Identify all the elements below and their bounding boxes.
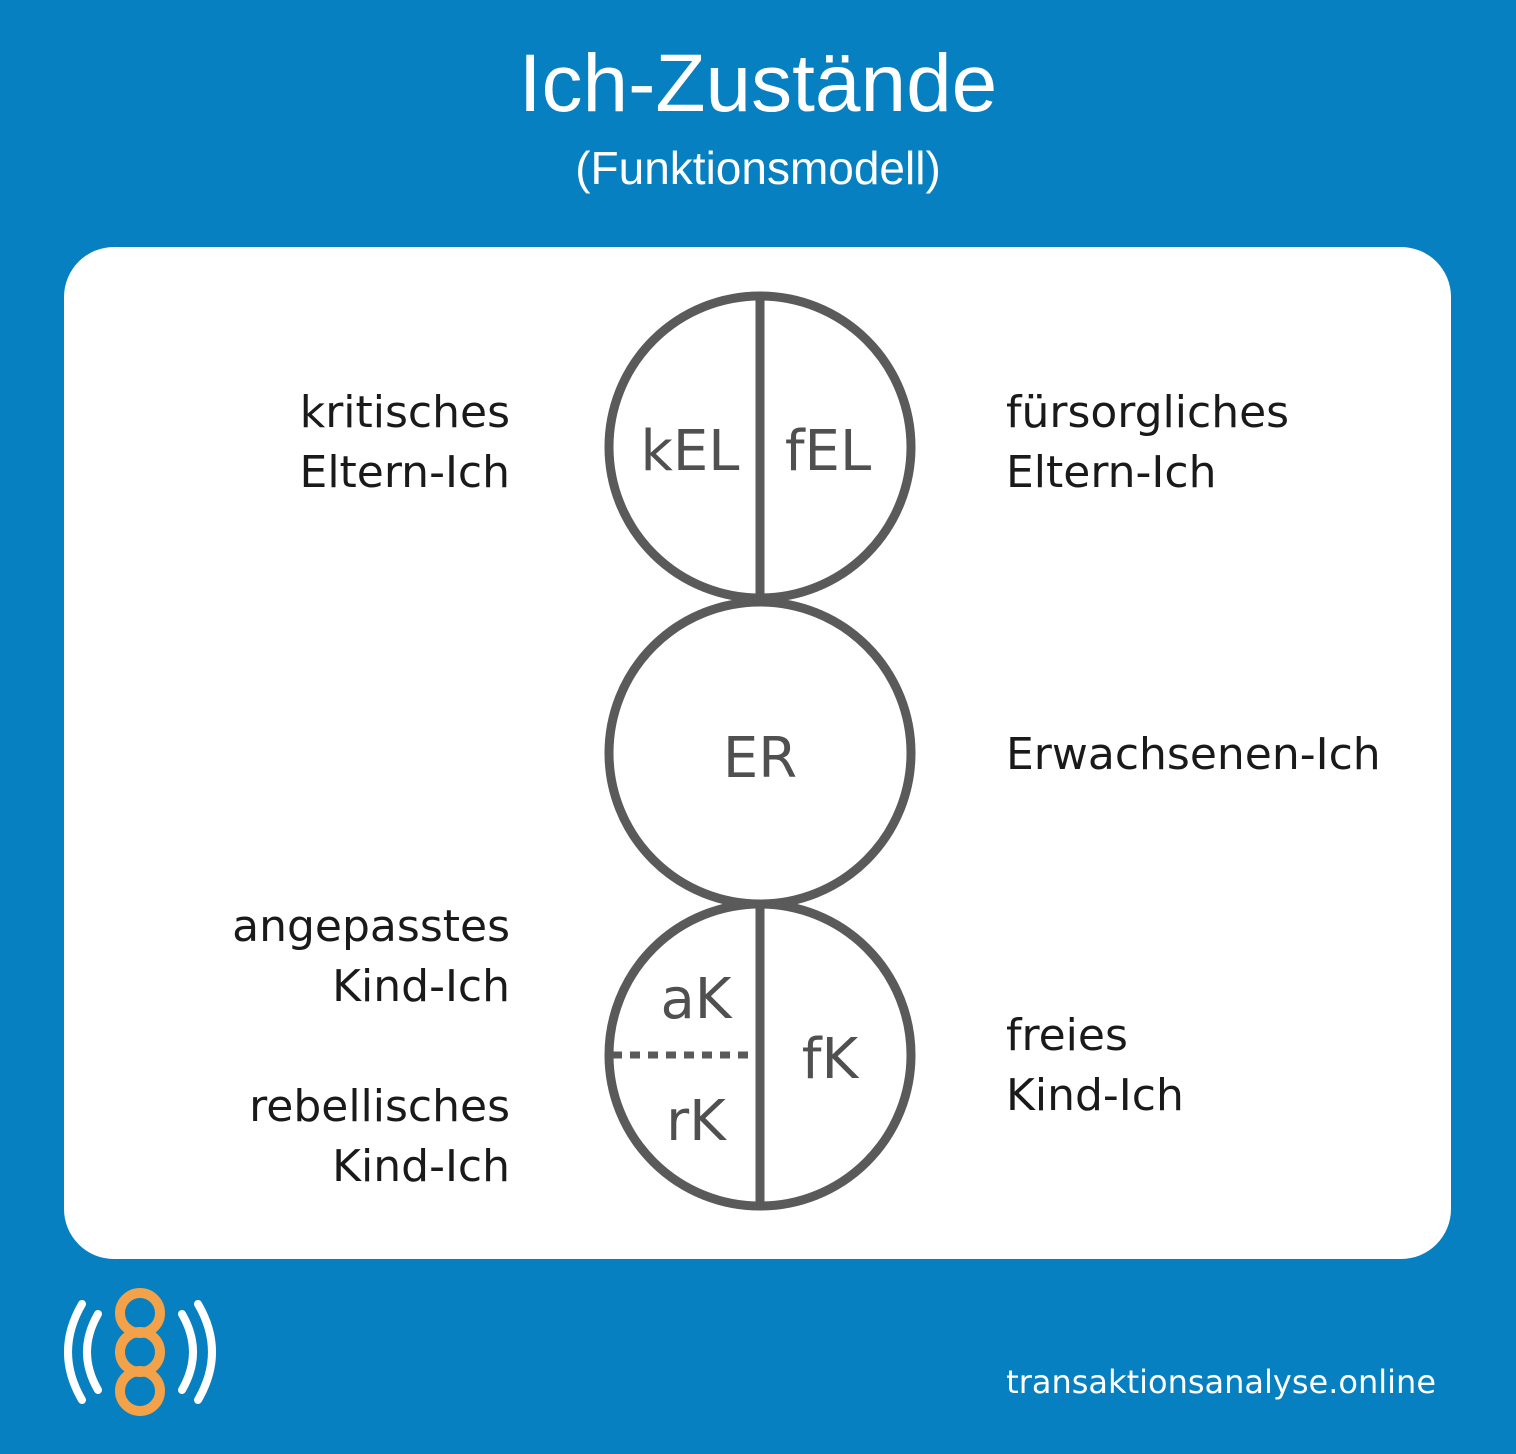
fel-label: fEL	[785, 419, 871, 484]
label-fuersorgliches-eltern-ich: fürsorgliches Eltern-Ich	[1006, 387, 1290, 498]
rk-label: rK	[666, 1089, 727, 1154]
label-rebellisches-kind-ich: rebellisches Kind-Ich	[249, 1081, 510, 1192]
website-link[interactable]: transaktionsanalyse.online	[1006, 1363, 1436, 1401]
label-angepasstes-kind-ich: angepasstes Kind-Ich	[232, 901, 510, 1012]
er-label: ER	[723, 726, 797, 791]
label-kritisches-eltern-ich: kritisches Eltern-Ich	[299, 387, 510, 498]
label-freies-kind-ich: freies Kind-Ich	[1006, 1010, 1184, 1121]
page-subtitle: (Funktionsmodell)	[575, 142, 941, 194]
fk-label: fK	[802, 1027, 860, 1092]
kel-label: kEL	[640, 419, 739, 484]
page-title: Ich-Zustände	[518, 38, 998, 129]
logo-icon	[64, 1288, 216, 1416]
ak-label: aK	[660, 967, 732, 1032]
label-erwachsenen-ich: Erwachsenen-Ich	[1006, 729, 1381, 780]
